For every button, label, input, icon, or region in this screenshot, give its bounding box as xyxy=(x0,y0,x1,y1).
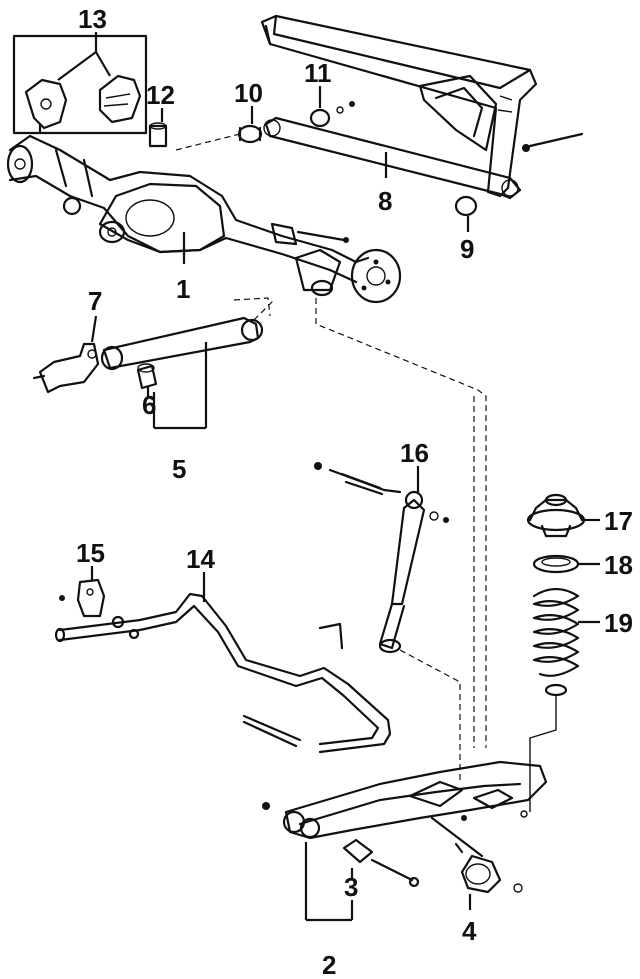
stabilizer-bar xyxy=(54,592,392,754)
spring-upper-mount xyxy=(526,493,586,538)
callout-17: 17 xyxy=(604,506,633,536)
callout-7: 7 xyxy=(88,286,102,316)
callout-14: 14 xyxy=(186,544,215,574)
stabilizer-link-nut xyxy=(111,615,140,640)
lower-control-arm xyxy=(262,760,548,858)
lower-arm-bushing-3 xyxy=(342,838,420,888)
link-bushing-6 xyxy=(136,363,158,390)
callout-10: 10 xyxy=(234,78,263,108)
bolt-upper-arm xyxy=(522,132,584,152)
lower-arm-bushing-4 xyxy=(454,842,523,894)
leader-5 xyxy=(152,342,208,430)
bushing-11 xyxy=(309,101,355,128)
callout-11: 11 xyxy=(304,58,332,88)
bushing-10 xyxy=(237,124,263,144)
callout-13: 13 xyxy=(78,4,107,34)
leader-7 xyxy=(90,315,98,343)
shock-absorber xyxy=(314,462,449,654)
lower-trailing-link xyxy=(100,297,275,371)
stabilizer-bracket xyxy=(59,578,106,618)
callout-18: 18 xyxy=(604,550,633,580)
coil-spring xyxy=(520,587,580,818)
link-bracket-7 xyxy=(32,342,100,394)
bushing-12 xyxy=(148,122,168,148)
rear-axle-housing xyxy=(6,134,402,304)
callout-8: 8 xyxy=(378,186,392,216)
callout-12: 12 xyxy=(146,80,175,110)
spring-isolator xyxy=(532,554,580,574)
callout-16: 16 xyxy=(400,438,429,468)
frame-crossmember xyxy=(260,14,538,198)
upper-control-arm xyxy=(263,116,522,200)
callout-19: 19 xyxy=(604,608,633,638)
axle-mount-bracket-left xyxy=(24,78,68,135)
callout-5: 5 xyxy=(172,454,186,484)
callout-2: 2 xyxy=(322,950,336,979)
axle-mount-bracket-right xyxy=(98,74,142,124)
callout-4: 4 xyxy=(462,916,477,946)
inset-mount-box xyxy=(12,32,148,135)
bushing-9 xyxy=(454,195,478,217)
callout-15: 15 xyxy=(76,538,105,568)
callout-6: 6 xyxy=(142,390,156,420)
callout-9: 9 xyxy=(460,234,474,264)
callout-3: 3 xyxy=(344,872,358,902)
callout-1: 1 xyxy=(176,274,190,304)
leader-2 xyxy=(304,842,354,922)
